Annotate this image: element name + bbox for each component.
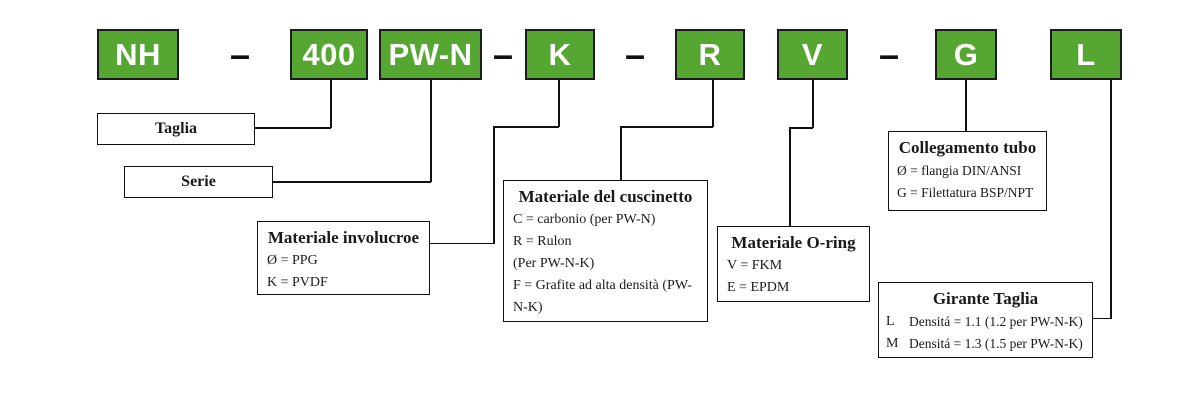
legend-item: C = carbonio (per PW-N) — [513, 212, 656, 227]
code-separator-dash: – — [229, 33, 251, 75]
legend-title-materiale-cuscinetto: Materiale del cuscinetto — [518, 187, 693, 206]
legend-item: F = Grafite ad alta densità (PW- — [513, 278, 692, 293]
legend-item: K = PVDF — [267, 275, 328, 290]
code-box-pwn: PW-N — [379, 29, 482, 80]
connector-g-to-tubo — [965, 80, 967, 133]
legend-item-key: L — [886, 314, 895, 329]
legend-box-girante-taglia: Girante Taglia L Densitá = 1.1 (1.2 per … — [878, 282, 1093, 358]
legend-item: Ø = PPG — [267, 253, 318, 268]
code-box-g: G — [935, 29, 997, 80]
legend-box-materiale-cuscinetto: Materiale del cuscinetto C = carbonio (p… — [503, 180, 708, 322]
legend-item-text: Densitá = 1.1 (1.2 per PW-N-K) — [909, 314, 1083, 329]
legend-item: R = Rulon — [513, 234, 572, 249]
legend-item: (Per PW-N-K) — [513, 256, 595, 271]
code-box-v: V — [777, 29, 848, 80]
legend-title-materiale-oring: Materiale O-ring — [731, 233, 856, 252]
code-box-400: 400 — [290, 29, 368, 80]
code-box-nh: NH — [97, 29, 179, 80]
legend-item: E = EPDM — [727, 280, 790, 295]
code-separator-dash: – — [624, 33, 646, 75]
legend-title-materiale-involucro: Materiale involucroe — [267, 228, 420, 247]
legend-title-serie: Serie — [181, 173, 216, 190]
connector-l-to-girante — [1110, 80, 1112, 319]
legend-box-taglia: Taglia — [97, 113, 255, 145]
legend-box-serie: Serie — [124, 166, 273, 198]
legend-item: Ø = flangia DIN/ANSI — [897, 163, 1022, 178]
legend-item: L Densitá = 1.1 (1.2 per PW-N-K) — [879, 311, 1092, 333]
legend-box-collegamento-tubo: Collegamento tubo Ø = flangia DIN/ANSI G… — [888, 131, 1047, 211]
legend-item: N-K) — [513, 300, 543, 315]
legend-item-text: Densitá = 1.3 (1.5 per PW-N-K) — [909, 336, 1083, 351]
connector-v-to-oring — [812, 80, 814, 128]
code-box-k: K — [525, 29, 595, 80]
code-box-r: R — [675, 29, 745, 80]
legend-item: V = FKM — [727, 258, 783, 273]
legend-box-materiale-involucro: Materiale involucroe Ø = PPG K = PVDF — [257, 221, 430, 295]
connector-v-to-oring — [789, 127, 813, 129]
code-separator-dash: – — [492, 33, 514, 75]
legend-box-materiale-oring: Materiale O-ring V = FKM E = EPDM — [717, 226, 870, 302]
connector-pwn-to-serie — [430, 80, 432, 182]
legend-title-taglia: Taglia — [154, 120, 198, 137]
connector-l-to-girante — [1093, 317, 1111, 319]
connector-pwn-to-serie — [273, 181, 431, 183]
connector-k-to-involucro — [430, 242, 493, 244]
code-box-l: L — [1050, 29, 1122, 80]
connector-r-to-cuscinetto — [712, 80, 714, 127]
legend-title-girante-taglia: Girante Taglia — [932, 289, 1039, 308]
legend-title-collegamento-tubo: Collegamento tubo — [898, 138, 1037, 157]
connector-r-to-cuscinetto — [620, 126, 622, 181]
connector-400-to-taglia — [255, 127, 331, 129]
connector-k-to-involucro — [493, 126, 559, 128]
legend-item-key: M — [886, 336, 899, 351]
connector-k-to-involucro — [493, 126, 495, 244]
legend-item: G = Filettatura BSP/NPT — [897, 185, 1034, 200]
connector-k-to-involucro — [558, 80, 560, 127]
connector-v-to-oring — [789, 127, 791, 227]
connector-r-to-cuscinetto — [620, 126, 713, 128]
code-separator-dash: – — [878, 33, 900, 75]
legend-item: M Densitá = 1.3 (1.5 per PW-N-K) — [879, 333, 1092, 355]
connector-400-to-taglia — [330, 80, 332, 128]
